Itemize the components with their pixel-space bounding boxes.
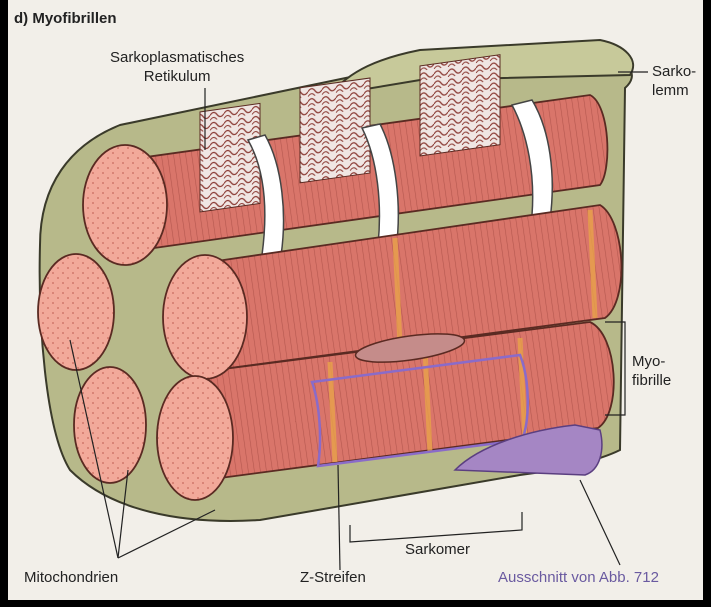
label-sarcomere: Sarkomer <box>405 540 470 559</box>
leader-excerpt <box>580 480 620 565</box>
label-mitochondria: Mitochondrien <box>24 568 118 587</box>
label-myofibril: Myo- fibrille <box>632 352 671 390</box>
label-sarcolemma: Sarko- lemm <box>652 62 696 100</box>
label-z-lines: Z-Streifen <box>300 568 366 587</box>
leader-mitochondria-3 <box>118 510 215 558</box>
fibril-end-left-middle <box>38 254 114 370</box>
fibril-end-lower-center <box>157 376 233 500</box>
label-sarcoplasmic-reticulum: Sarkoplasmatisches Retikulum <box>110 48 244 86</box>
reticulum-band-1 <box>200 103 260 211</box>
reticulum-band-3 <box>420 55 500 156</box>
label-excerpt-reference: Ausschnitt von Abb. 712 <box>498 568 659 587</box>
sarcomere-bracket <box>350 512 522 542</box>
fibril-end-top-left <box>83 145 167 265</box>
fibril-end-lower-left <box>74 367 146 483</box>
fibril-end-center <box>163 255 247 379</box>
figure-title: d) Myofibrillen <box>14 9 117 28</box>
reticulum-band-2 <box>300 78 370 183</box>
